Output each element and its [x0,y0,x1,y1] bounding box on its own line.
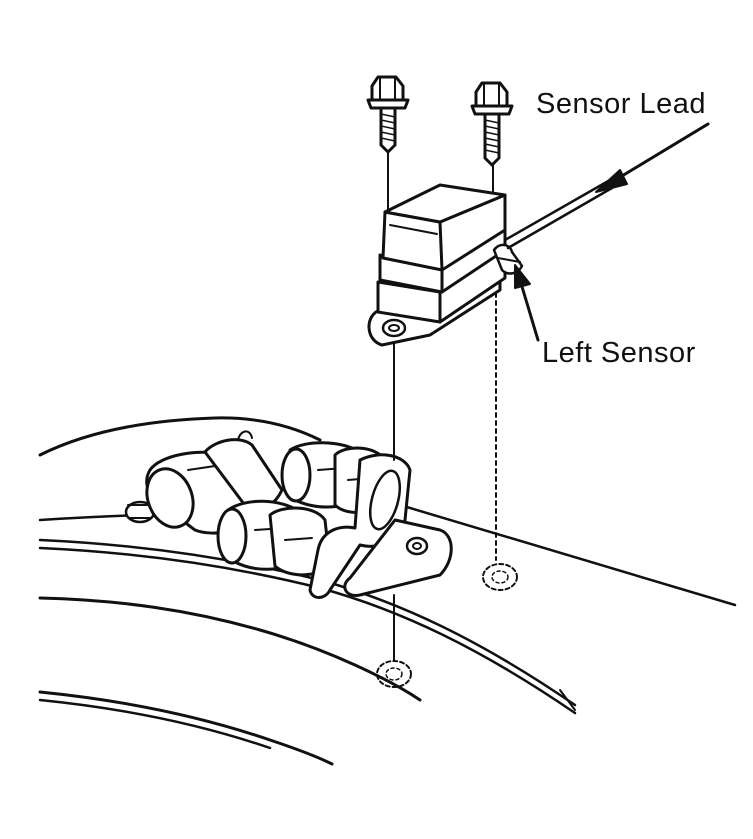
sensor-module [367,183,524,347]
bolt-left [366,75,410,154]
coil-canister-front [216,499,332,577]
bolt-right [470,81,514,167]
coil-bracket [308,453,453,599]
arrow-sensor-lead [595,122,710,193]
sensor-lead-wire [497,178,614,263]
arrow-left-sensor [514,264,540,342]
left-sensor-label: Left Sensor [542,337,696,369]
mount-hole-right [482,563,518,591]
sensor-lead-label: Sensor Lead [536,88,706,120]
